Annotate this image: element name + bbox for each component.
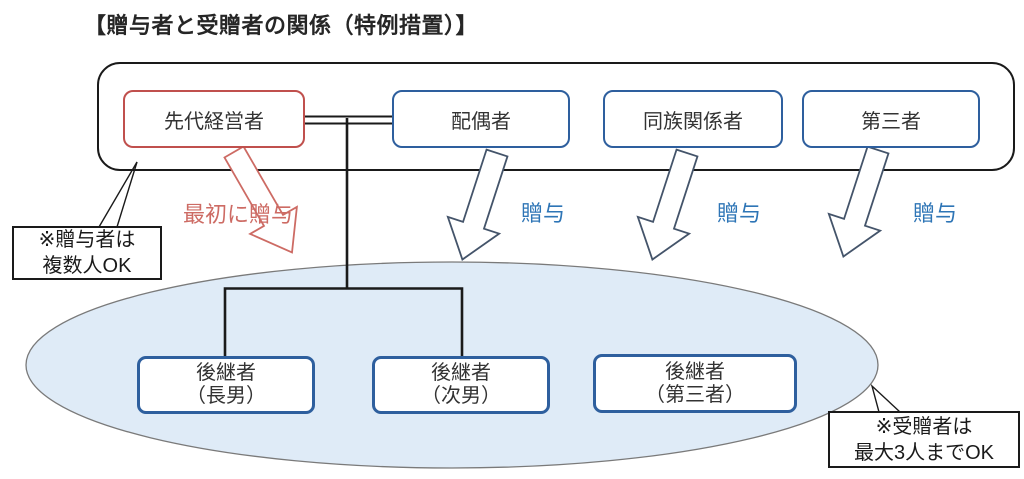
- donor-note: ※贈与者は 複数人OK: [12, 226, 162, 280]
- recipient-note-line1: ※受贈者は: [875, 415, 973, 438]
- recipient-note: ※受贈者は 最大3人までOK: [828, 411, 1020, 468]
- recipient-box-title: 後継者: [196, 362, 256, 384]
- first-gift-label: 最初に贈与: [183, 202, 294, 227]
- recipient-box-second-son: 後継者 （次男）: [372, 356, 550, 414]
- diagram-title: 【贈与者と受贈者の関係（特例措置）】: [84, 13, 479, 38]
- recipient-box-subtitle: （第三者）: [645, 383, 745, 406]
- donor-box-label: 配偶者: [451, 110, 511, 133]
- recipient-note-line2: 最大3人までOK: [853, 441, 995, 464]
- gift-arrow-icon-3: [827, 145, 890, 258]
- donor-box-family-member: 同族関係者: [603, 90, 783, 148]
- donor-box-label: 第三者: [861, 110, 921, 133]
- donor-note-callout-line-1: [98, 161, 138, 228]
- donor-box-spouse: 配偶者: [392, 90, 570, 148]
- recipient-note-callout-pointer: [870, 383, 902, 413]
- gift-label-1: 贈与: [521, 201, 566, 226]
- donor-note-line2: 複数人OK: [42, 255, 132, 277]
- family-tree-branch-line: [223, 287, 464, 358]
- donor-note-callout-line-2: [116, 161, 138, 228]
- recipient-box-title: 後継者: [665, 360, 725, 383]
- donor-box-previous-owner: 先代経営者: [123, 90, 305, 148]
- donor-box-label: 先代経営者: [164, 110, 264, 133]
- gift-arrow-icon-2: [636, 148, 699, 261]
- donor-note-line1: ※贈与者は: [38, 229, 136, 251]
- recipient-box-subtitle: （長男）: [186, 385, 266, 407]
- gift-label-3: 贈与: [913, 201, 958, 226]
- recipient-box-title: 後継者: [431, 362, 491, 384]
- gift-arrow-icon-1: [446, 148, 509, 261]
- recipient-box-third-party: 後継者 （第三者）: [593, 354, 797, 413]
- recipient-box-subtitle: （次男）: [421, 385, 501, 407]
- donor-box-label: 同族関係者: [643, 110, 743, 133]
- first-gift-arrow-icon: [223, 145, 298, 254]
- recipient-box-eldest-son: 後継者 （長男）: [137, 356, 315, 414]
- gift-label-2: 贈与: [717, 201, 762, 226]
- donor-box-third-party: 第三者: [802, 90, 980, 148]
